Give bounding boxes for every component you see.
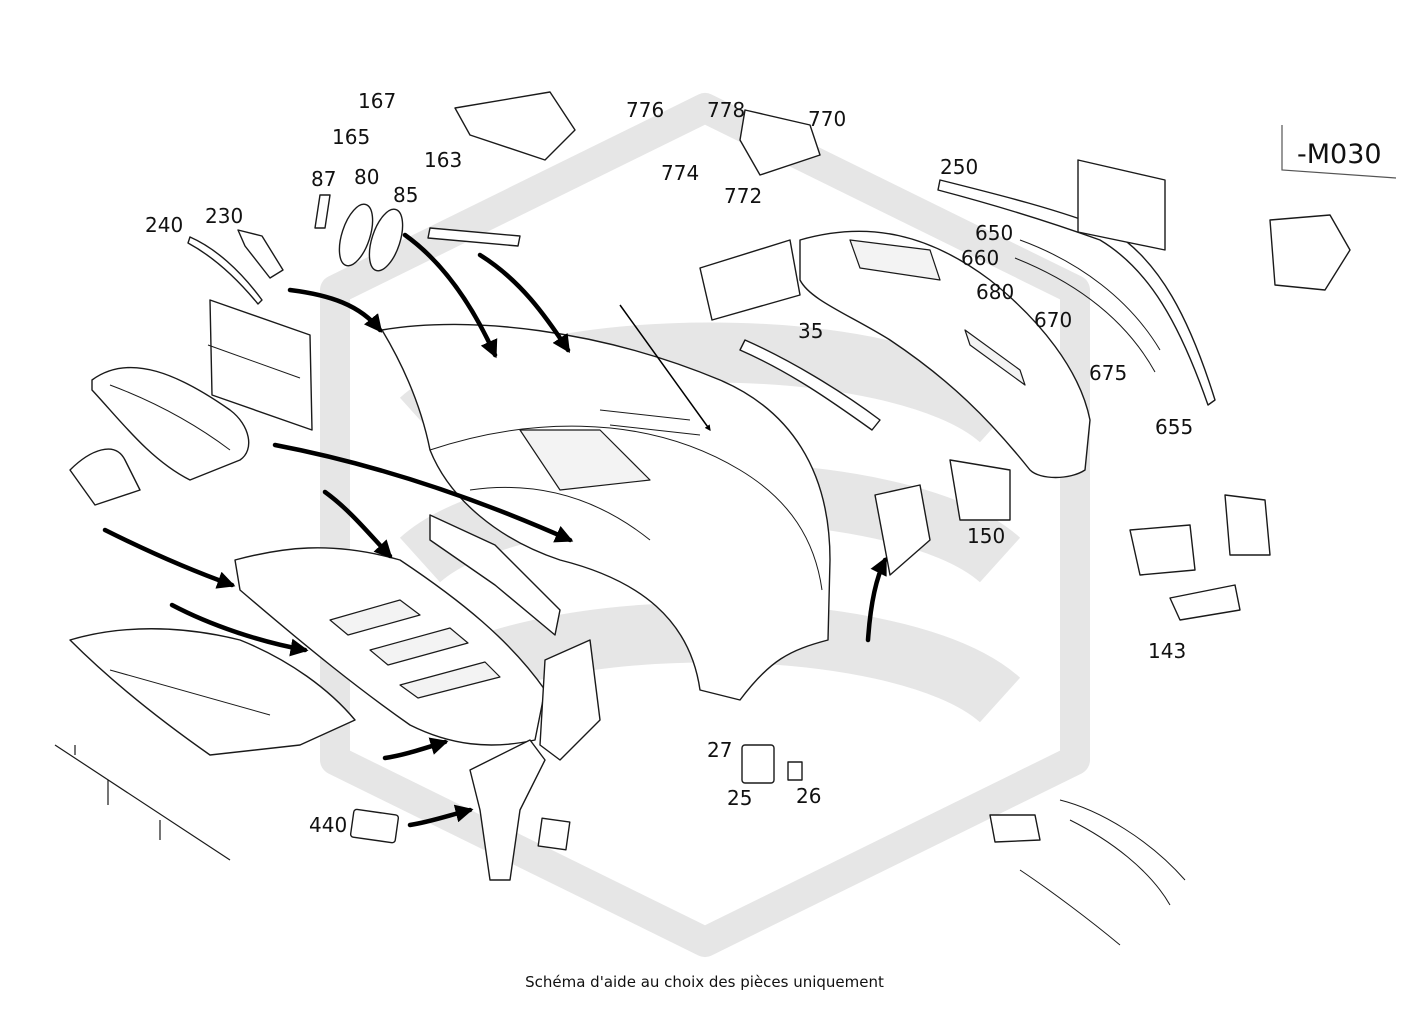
bumper-cover bbox=[381, 323, 831, 701]
callout-680: 680 bbox=[976, 280, 1014, 304]
assembly-arrows bbox=[102, 232, 888, 828]
callout-35: 35 bbox=[798, 319, 823, 343]
callout-80: 80 bbox=[354, 165, 379, 189]
callout-87: 87 bbox=[311, 167, 336, 191]
underbody-tray bbox=[69, 628, 356, 756]
callout-163: 163 bbox=[424, 148, 462, 172]
underbody-panel bbox=[234, 547, 546, 746]
callout-27: 27 bbox=[707, 738, 732, 762]
model-code-box: -M030 bbox=[1281, 125, 1397, 179]
callout-240: 240 bbox=[145, 213, 183, 237]
callout-150: 150 bbox=[967, 524, 1005, 548]
callout-655: 655 bbox=[1155, 415, 1193, 439]
callout-26: 26 bbox=[796, 784, 821, 808]
bracket-left bbox=[69, 448, 141, 506]
callout-675: 675 bbox=[1089, 361, 1127, 385]
chrome-strips bbox=[937, 179, 1216, 406]
model-code-label: -M030 bbox=[1297, 139, 1382, 170]
callout-165: 165 bbox=[332, 125, 370, 149]
callout-770: 770 bbox=[808, 107, 846, 131]
callout-776: 776 bbox=[626, 98, 664, 122]
callout-167: 167 bbox=[358, 89, 396, 113]
callout-143: 143 bbox=[1148, 639, 1186, 663]
callout-440: 440 bbox=[309, 813, 347, 837]
callout-250: 250 bbox=[940, 155, 978, 179]
small-parts bbox=[187, 91, 1351, 946]
callout-772: 772 bbox=[724, 184, 762, 208]
callout-660: 660 bbox=[961, 246, 999, 270]
callout-650: 650 bbox=[975, 221, 1013, 245]
rear-diffuser bbox=[799, 230, 1091, 479]
heat-shield bbox=[91, 366, 250, 481]
callout-670: 670 bbox=[1034, 308, 1072, 332]
reference-grid bbox=[54, 744, 231, 861]
callout-778: 778 bbox=[707, 98, 745, 122]
callout-labels: 167 165 163 776 778 770 774 772 87 80 85… bbox=[145, 89, 1193, 837]
side-reinforcement bbox=[429, 514, 601, 761]
callout-25: 25 bbox=[727, 786, 752, 810]
callout-230: 230 bbox=[205, 204, 243, 228]
exhaust-tip-left bbox=[699, 239, 801, 321]
lower-bracket bbox=[469, 739, 546, 881]
trim-strip-35 bbox=[739, 339, 881, 431]
license-plate-mount bbox=[207, 299, 313, 431]
callout-85: 85 bbox=[393, 183, 418, 207]
diagram-caption: Schéma d'aide au choix des pièces unique… bbox=[525, 973, 884, 991]
callout-774: 774 bbox=[661, 161, 699, 185]
